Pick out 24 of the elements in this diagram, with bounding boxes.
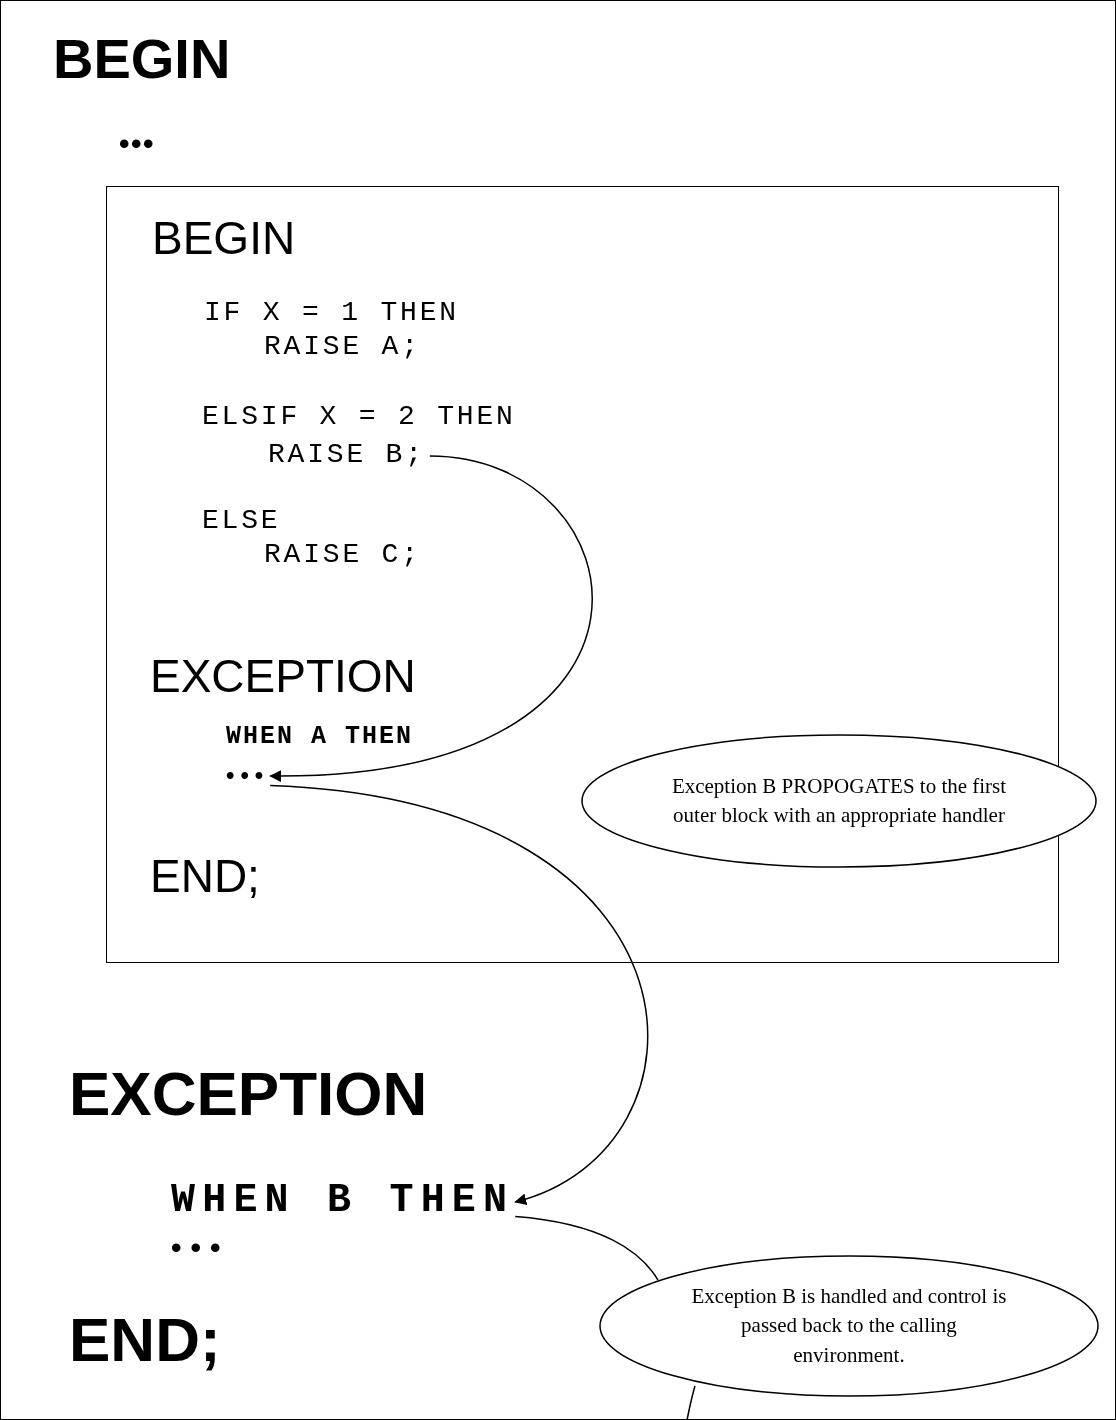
inner-block-frame — [106, 186, 1059, 963]
curved-arrow — [269, 455, 592, 782]
code-line: RAISE B; — [267, 438, 426, 472]
keyword-heading: END; — [150, 853, 260, 899]
connector-line — [686, 1385, 696, 1420]
code-line: IF X = 1 THEN — [204, 299, 459, 327]
code-line: RAISE C; — [264, 541, 421, 569]
keyword-heading: END; — [69, 1309, 221, 1371]
code-line: RAISE A; — [264, 333, 421, 361]
connector-line — [514, 1215, 659, 1281]
curved-arrow — [269, 784, 649, 1204]
callout-text: Exception B is handled and control is passed back to the calling environment. — [690, 1282, 1008, 1369]
callout-text: Exception B PROPOGATES to the first outer block with an appropriate handler — [670, 772, 1008, 829]
keyword-heading: BEGIN — [53, 31, 231, 87]
code-line: WHEN B THEN — [171, 1177, 515, 1225]
keyword-heading: EXCEPTION — [150, 653, 416, 699]
code-line: WHEN A THEN — [226, 724, 414, 749]
code-line: ELSIF X = 2 THEN — [202, 403, 516, 431]
keyword-heading: BEGIN — [152, 215, 296, 261]
keyword-heading: EXCEPTION — [69, 1063, 428, 1125]
ellipsis-dots: ••• — [171, 1233, 230, 1263]
ellipsis-dots: ••• — [119, 129, 155, 159]
code-line: ELSE — [202, 507, 281, 535]
ellipsis-dots: ••• — [226, 760, 270, 790]
